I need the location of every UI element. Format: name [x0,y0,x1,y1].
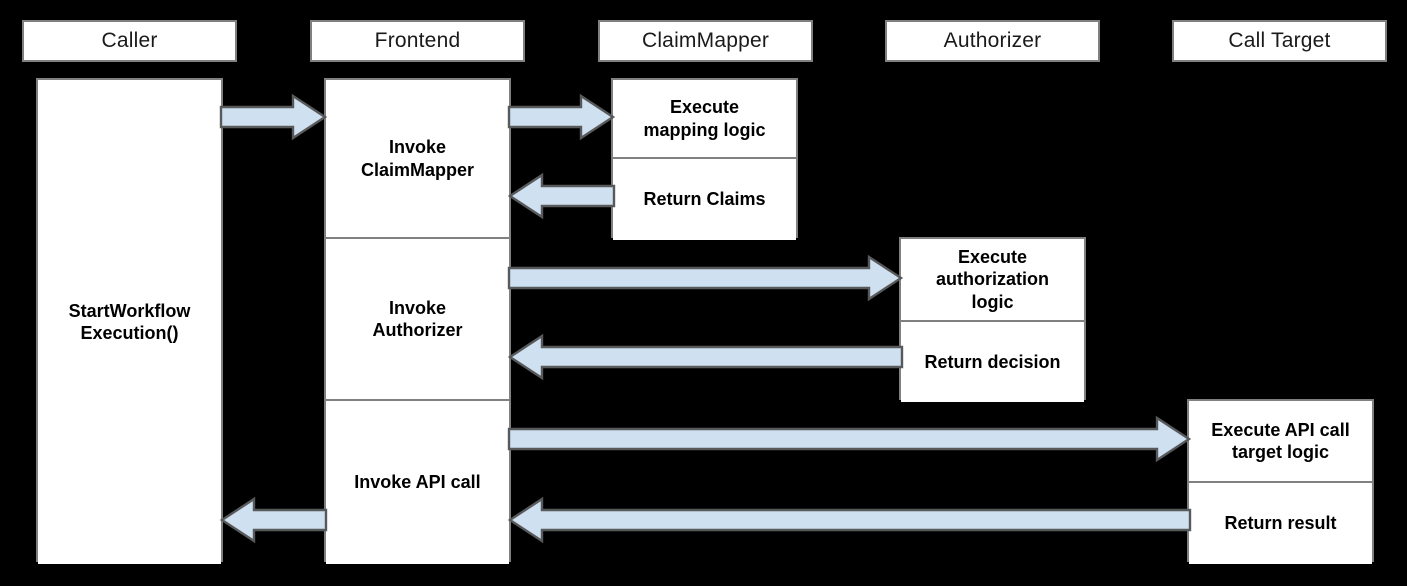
segment-calltarget-return: Return result [1189,481,1372,564]
actor-header-caller: Caller [22,20,237,62]
actor-header-authorizer: Authorizer [885,20,1100,62]
segment-claimmapper-return: Return Claims [613,157,796,240]
actor-header-claimmapper: ClaimMapper [598,20,813,62]
arrow-authorizer-to-frontend [507,333,904,381]
actor-header-claimmapper-label: ClaimMapper [641,29,770,52]
actor-header-caller-label: Caller [101,29,158,52]
arrow-frontend-to-claimmapper [507,93,616,141]
arrow-frontend-to-authorizer [507,254,904,302]
actor-header-frontend: Frontend [310,20,525,62]
arrow-calltarget-to-frontend [507,496,1192,544]
actor-header-authorizer-label: Authorizer [943,29,1042,52]
actor-header-calltarget-label: Call Target [1228,29,1331,52]
arrow-frontend-to-caller [219,496,328,544]
arrow-frontend-to-calltarget [507,415,1192,463]
segment-frontend-invoke-api-call: Invoke API call [326,399,509,564]
actor-header-frontend-label: Frontend [374,29,461,52]
arrow-caller-to-frontend [219,93,328,141]
actor-header-calltarget: Call Target [1172,20,1387,62]
arrow-claimmapper-to-frontend [507,172,616,220]
segment-authorizer-return: Return decision [901,320,1084,402]
